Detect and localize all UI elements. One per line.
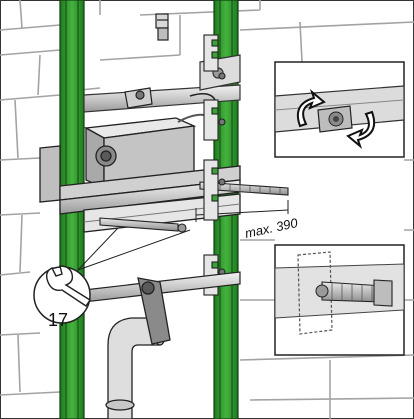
rotate-arrows-icon	[296, 88, 376, 150]
wrench-callout: 17	[33, 227, 191, 330]
detail-inset-rod	[274, 244, 405, 356]
wrench-size-label: 17	[48, 310, 68, 330]
drain-pipe	[105, 277, 171, 419]
valve-bracket	[124, 87, 153, 109]
top-fitting	[155, 13, 169, 41]
detail-inset-rotate	[274, 61, 405, 158]
wrench-icon	[45, 265, 91, 307]
motor-box	[83, 92, 216, 190]
